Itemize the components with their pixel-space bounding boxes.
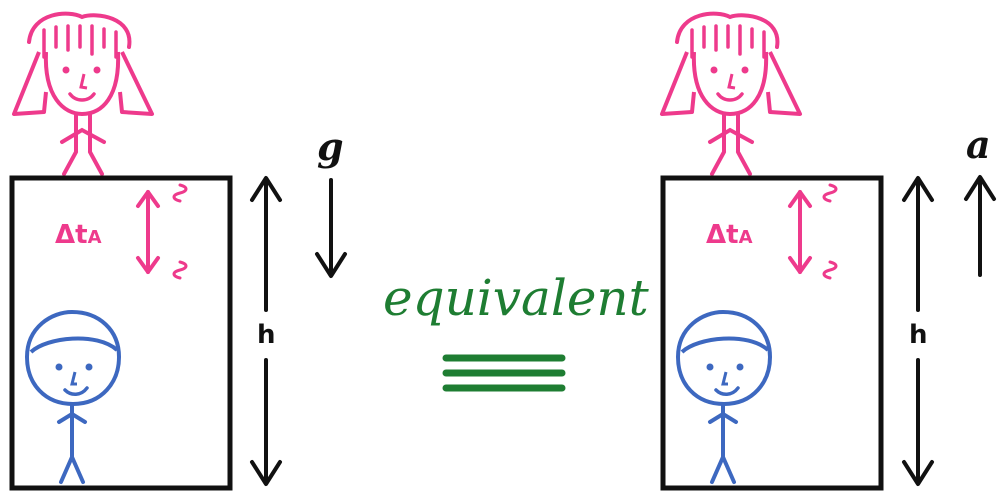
equivalent-word: equivalent (383, 269, 650, 327)
delta-t-label-right: ΔtA (706, 220, 753, 250)
height-arrow-right (902, 176, 934, 486)
squiggle-right-top (822, 183, 838, 203)
center-equivalence: equivalent (383, 269, 650, 392)
gravity-label: g (317, 124, 344, 169)
squiggle-left-top (172, 183, 188, 203)
delta-arrow-right (788, 190, 812, 274)
squiggle-right-bottom (822, 260, 838, 280)
height-label-right: h (909, 320, 928, 350)
height-arrow-left (250, 176, 282, 486)
acceleration-arrow (964, 175, 996, 277)
girl-observer-right (660, 11, 802, 177)
girl-observer-left (12, 11, 154, 177)
squiggle-left-bottom (172, 260, 188, 280)
left-scene: ΔtA h g (9, 11, 347, 491)
elevator-box-right (660, 175, 884, 491)
delta-arrow-left (136, 190, 160, 274)
delta-t-label-left: ΔtA (55, 220, 102, 250)
acceleration-label: a (966, 122, 991, 167)
right-scene: ΔtA h a (660, 11, 996, 491)
boy-observer-left (25, 310, 121, 484)
equivalence-sign (442, 354, 566, 392)
height-label-left: h (257, 320, 276, 350)
elevator-box-left (9, 175, 233, 491)
boy-observer-right (676, 310, 772, 484)
gravity-arrow (315, 178, 347, 278)
